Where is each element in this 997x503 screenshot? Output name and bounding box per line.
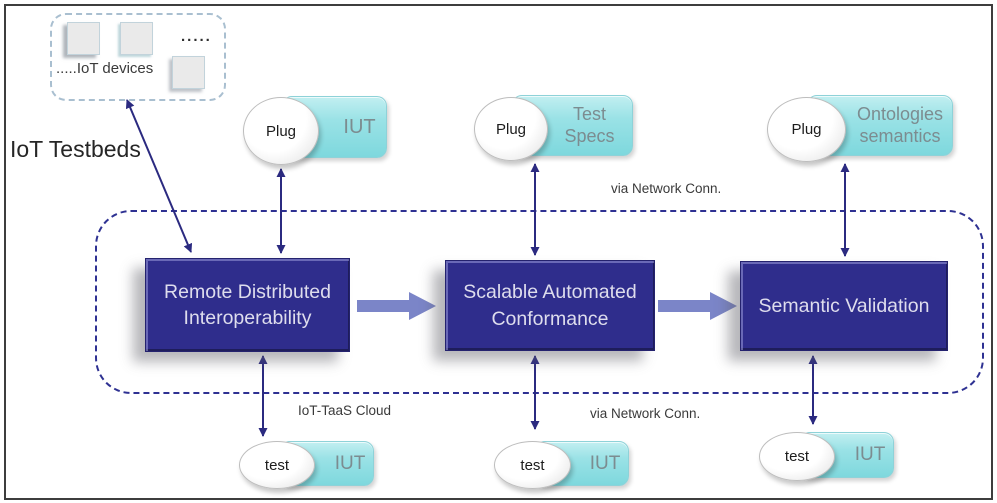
- via-network-conn-bottom-label: via Network Conn.: [590, 406, 701, 421]
- badge-label: Plug: [495, 120, 527, 138]
- process-box-semantic-validation: Semantic Validation: [740, 261, 948, 351]
- test-badge: test: [494, 441, 571, 489]
- iot-testbeds-label: IoT Testbeds: [10, 136, 141, 162]
- process-label: Semantic Validation: [758, 294, 930, 317]
- process-box-remote-distributed-interoperability: Remote Distributed Interoperability: [145, 258, 350, 352]
- process-label: Scalable Automated Conformance: [463, 281, 637, 330]
- pill-label: IUT: [589, 452, 621, 474]
- iot-taas-cloud-label: IoT-TaaS Cloud: [298, 403, 392, 418]
- test-badge: test: [759, 432, 835, 481]
- pill-label: IUT: [854, 444, 886, 465]
- plug-badge: Plug: [243, 97, 319, 165]
- pill-label: IUT: [343, 115, 376, 138]
- iot-devices-label: .....IoT devices: [56, 60, 154, 77]
- pill-label: Test Specs: [564, 103, 615, 146]
- badge-label: Plug: [265, 122, 297, 140]
- badge-label: test: [264, 456, 290, 474]
- iot-device-icon: [120, 22, 153, 55]
- iot-device-icon: [67, 22, 100, 55]
- test-badge: test: [239, 441, 315, 489]
- badge-label: test: [520, 456, 545, 474]
- ellipsis-dots: .....: [181, 28, 212, 45]
- badge-label: Plug: [791, 121, 822, 138]
- iot-taas-cloud-boundary: [95, 210, 984, 394]
- pill-label: Ontologies semantics: [856, 103, 944, 146]
- badge-label: test: [784, 448, 810, 465]
- plug-badge: Plug: [474, 97, 548, 161]
- pill-label: IUT: [334, 452, 366, 474]
- plug-badge: Plug: [767, 97, 846, 162]
- via-network-conn-top-label: via Network Conn.: [611, 181, 722, 196]
- iot-device-icon: [172, 56, 205, 89]
- process-box-scalable-automated-conformance: Scalable Automated Conformance: [445, 260, 655, 351]
- process-label: Remote Distributed Interoperability: [164, 280, 331, 329]
